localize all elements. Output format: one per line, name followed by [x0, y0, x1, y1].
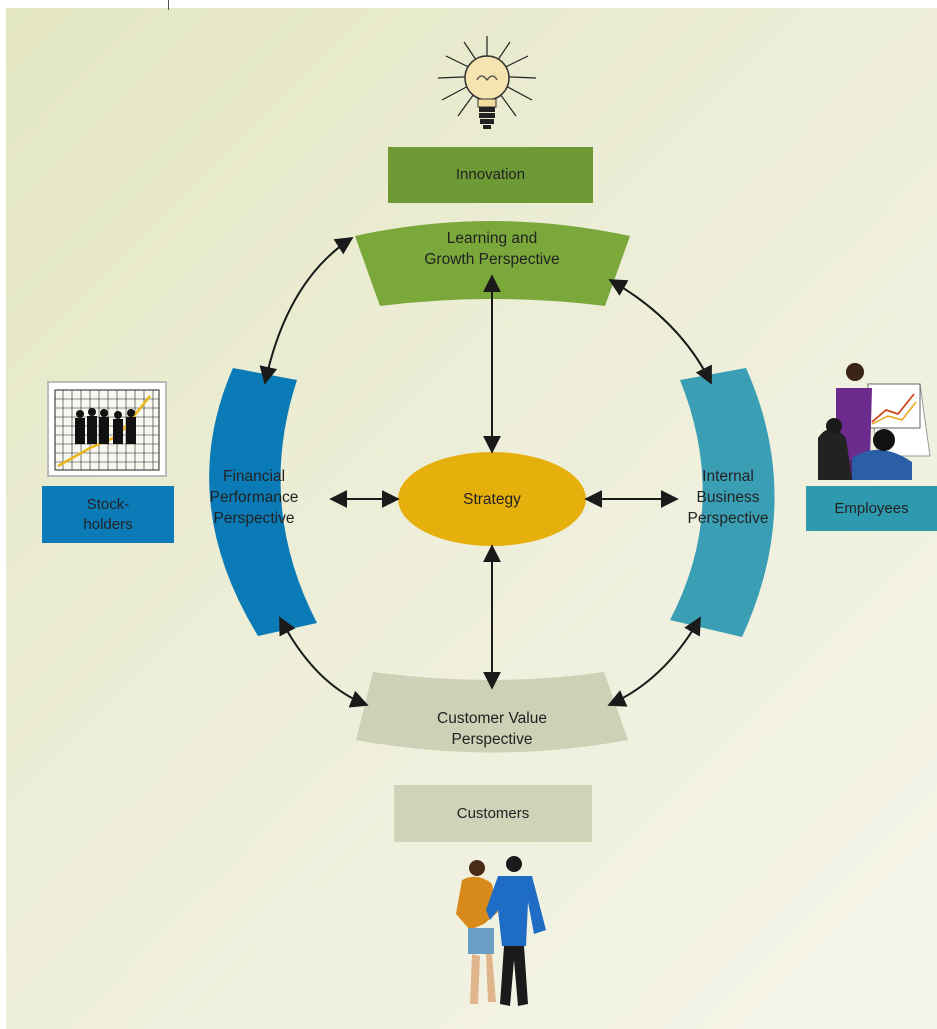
- customers-label: Customers: [456, 804, 530, 822]
- financial-label: Financial Performance Perspective: [186, 466, 322, 529]
- employees-box: Employees: [806, 486, 937, 531]
- internal-line3: Perspective: [687, 510, 769, 527]
- learning-growth-band: [355, 221, 630, 306]
- innovation-box: Innovation: [388, 147, 593, 203]
- internal-line2: Business: [696, 489, 760, 506]
- internal-line1: Internal: [702, 468, 754, 485]
- customer-value-label: Customer Value Perspective: [392, 708, 592, 750]
- employees-label: Employees: [834, 499, 909, 517]
- arc-learning-financial: [259, 237, 354, 385]
- strategy-label: Strategy: [432, 489, 552, 510]
- arc-learning-internal: [608, 279, 712, 385]
- financial-band: [209, 368, 317, 636]
- stockholders-label-line2: holders: [83, 515, 133, 533]
- stock-chart-people-icon: [47, 381, 167, 477]
- financial-line3: Perspective: [213, 510, 295, 527]
- innovation-label: Innovation: [455, 166, 526, 183]
- arc-financial-customer: [279, 616, 369, 708]
- financial-line2: Performance: [209, 489, 299, 506]
- walking-couple-icon: [456, 856, 546, 1006]
- financial-line1: Financial: [222, 468, 286, 485]
- presenter-with-chart-icon: [818, 363, 931, 480]
- internal-business-band: [670, 368, 775, 637]
- customer-value-band: [356, 672, 628, 753]
- stockholders-label-line1: Stock-: [86, 495, 130, 513]
- arc-internal-customer: [607, 616, 701, 707]
- customer-value-line1: Customer Value: [437, 710, 547, 727]
- strategy-text: Strategy: [463, 491, 521, 508]
- arrows: [259, 237, 712, 708]
- learning-growth-label: Learning and Growth Perspective: [392, 228, 592, 270]
- customers-box: Customers: [394, 785, 592, 842]
- corner-tick: [168, 0, 169, 10]
- internal-business-label: Internal Business Perspective: [660, 466, 796, 529]
- stockholders-label: Stock-holders: [83, 495, 132, 535]
- learning-growth-line2: Growth Perspective: [424, 251, 560, 268]
- stockholders-box: Stock-holders: [42, 486, 174, 543]
- customer-value-line2: Perspective: [451, 731, 533, 748]
- lightbulb-icon: [437, 36, 537, 129]
- learning-growth-line1: Learning and: [446, 230, 538, 247]
- strategy-ellipse: [398, 452, 586, 546]
